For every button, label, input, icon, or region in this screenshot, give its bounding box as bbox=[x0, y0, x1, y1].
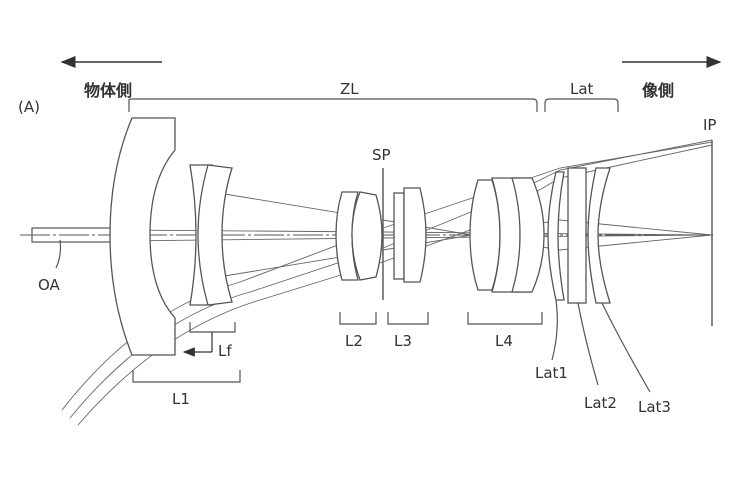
l4-label: L4 bbox=[495, 332, 513, 350]
lens-lat1 bbox=[547, 171, 565, 301]
lat2-leader bbox=[577, 302, 599, 386]
lat1-leader bbox=[551, 299, 558, 361]
lens-l4-c bbox=[511, 177, 545, 293]
lens-l1-third bbox=[197, 164, 233, 306]
lf-label: Lf bbox=[218, 342, 232, 360]
lens-lat2 bbox=[567, 167, 587, 304]
oa-label: OA bbox=[38, 276, 61, 294]
sp-label: SP bbox=[372, 146, 391, 164]
lat3-leader bbox=[601, 302, 651, 393]
lens-l4-a bbox=[469, 179, 501, 291]
lens-lat3 bbox=[587, 167, 611, 304]
zl-bracket bbox=[128, 98, 538, 112]
lat2-label: Lat2 bbox=[584, 394, 617, 412]
l3-label: L3 bbox=[394, 332, 412, 350]
l2-label: L2 bbox=[345, 332, 363, 350]
lens-l3-a bbox=[393, 192, 405, 280]
l1-bracket bbox=[132, 370, 241, 383]
lat-label: Lat bbox=[570, 80, 594, 98]
zl-label: ZL bbox=[340, 80, 359, 98]
lat-bracket bbox=[544, 98, 619, 112]
lens-l1-front bbox=[109, 117, 176, 356]
lat1-label: Lat1 bbox=[535, 364, 568, 382]
oa-leader bbox=[55, 239, 62, 269]
figure-label: (A) bbox=[18, 98, 40, 116]
object-side-label: 物体側 bbox=[84, 81, 132, 100]
lat3-label: Lat3 bbox=[638, 398, 671, 416]
l2-bracket bbox=[339, 312, 377, 325]
l4-bracket bbox=[467, 312, 543, 325]
l1-label: L1 bbox=[172, 390, 190, 408]
lens-l2-b bbox=[351, 191, 383, 281]
lens-l3-b bbox=[403, 187, 427, 283]
lf-bracket bbox=[189, 322, 236, 333]
ip-label: IP bbox=[703, 116, 716, 134]
l3-bracket bbox=[387, 312, 429, 325]
image-side-label: 像側 bbox=[642, 81, 674, 100]
